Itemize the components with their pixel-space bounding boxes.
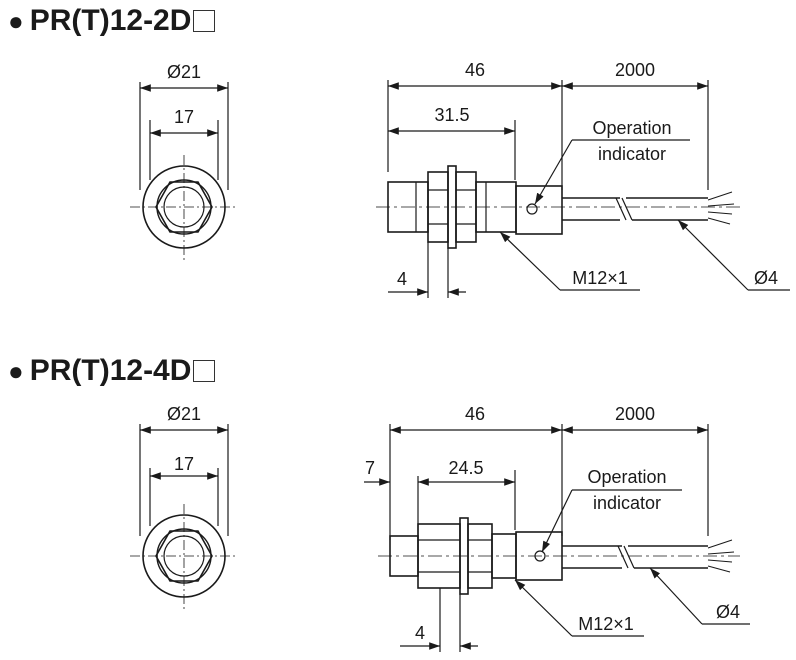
indicator-label-line1: Operation (587, 467, 666, 487)
dim-outer-dia: Ø21 (167, 404, 201, 424)
variant-box-icon (193, 10, 216, 32)
front-view (130, 424, 238, 610)
dim-cable-dia: Ø4 (754, 268, 778, 288)
dim-nut-thickness: 4 (397, 269, 407, 289)
bullet-icon: ● (8, 356, 24, 386)
indicator-label-line2: indicator (598, 144, 666, 164)
dim-total-length: 46 (465, 404, 485, 424)
model-title: ●PR(T)12-2D (8, 4, 216, 38)
dim-thread-length: 31.5 (434, 105, 469, 125)
side-view (376, 80, 790, 298)
indicator-label-line2: indicator (593, 493, 661, 513)
dim-cable-dia: Ø4 (716, 602, 740, 622)
dim-thread-length: 24.5 (448, 458, 483, 478)
variant-box-icon (193, 360, 216, 382)
dim-cable-length: 2000 (615, 60, 655, 80)
dim-sensing-offset: 7 (365, 458, 375, 478)
dim-nut-thickness: 4 (415, 623, 425, 643)
dim-thread-size: M12×1 (578, 614, 634, 634)
side-view (364, 424, 750, 652)
drawing-4d: Ø21 17 46 2000 7 24.5 4 M12×1 Ø4 Operati… (130, 404, 750, 652)
model-name: PR(T)12-4D (29, 354, 192, 387)
drawing-2d: Ø21 17 46 2000 31.5 4 M12×1 Ø4 Operation… (130, 60, 790, 298)
dim-total-length: 46 (465, 60, 485, 80)
dim-hex-width: 17 (174, 107, 194, 127)
dim-outer-dia: Ø21 (167, 62, 201, 82)
indicator-label-line1: Operation (592, 118, 671, 138)
front-view (130, 82, 238, 260)
dim-cable-length: 2000 (615, 404, 655, 424)
model-name: PR(T)12-2D (29, 4, 192, 37)
model-title: ●PR(T)12-4D (8, 354, 216, 388)
dim-hex-width: 17 (174, 454, 194, 474)
dim-thread-size: M12×1 (572, 268, 628, 288)
bullet-icon: ● (8, 6, 24, 36)
